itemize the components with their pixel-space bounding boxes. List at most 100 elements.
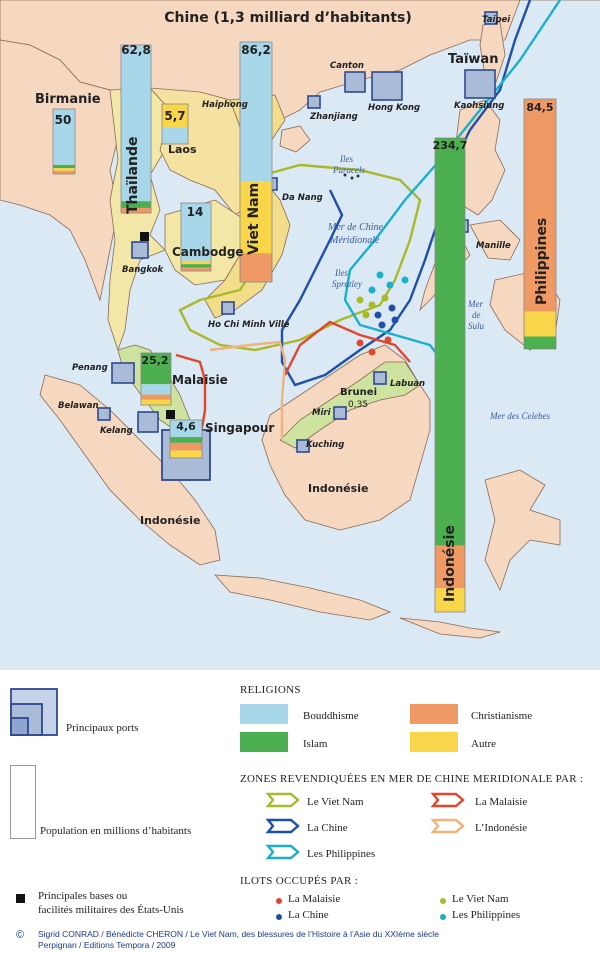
label-sulu-1: Mer (467, 299, 483, 309)
map-title: Chine (1,3 milliard d’habitants) (164, 10, 412, 26)
legend-zone-vietnam: Le Viet Nam (307, 796, 364, 808)
port-kaohsiung (464, 69, 496, 99)
legend-zone-philippines: Les Philippines (307, 848, 376, 860)
hainan-land (279, 125, 311, 153)
zone-icon-china (265, 818, 300, 834)
bar-frame-laos (161, 103, 189, 145)
bar-frame-indonesie (434, 137, 466, 613)
malaysia-claim-zone-west (175, 353, 207, 441)
islet-vietnam-3 (362, 311, 370, 319)
label-laos: Laos (168, 143, 197, 156)
legend-buddhism: Bouddhisme (303, 710, 359, 722)
ports-legend-label: Principaux ports (66, 722, 139, 734)
bases-legend-label-2: facilités militaires des États-Unis (38, 904, 184, 916)
city-taipei: Taipei (482, 15, 511, 25)
us-base-thailand (140, 232, 149, 241)
indonesia-claim-zone (209, 340, 287, 440)
bar-philippines-christianity (524, 99, 556, 312)
population-legend-icon (10, 765, 36, 839)
bar-thailande-islam (121, 201, 151, 208)
legend-zone-china: La Chine (307, 822, 348, 834)
bar-malaisie-buddhism (141, 384, 171, 395)
sulawesi-land (484, 469, 561, 592)
philippines-claim-zone (343, 0, 561, 386)
bar-frame-philippines (523, 98, 557, 350)
city-miri: Miri (312, 408, 332, 418)
bar-cambodge-christianity (181, 267, 211, 271)
port-labuan (373, 371, 387, 385)
ports-legend-icon (10, 688, 58, 736)
swatch-christianity (410, 704, 458, 724)
credit-line-1: Sigrid CONRAD / Bénédicte CHERON / Le Vi… (38, 929, 439, 939)
city-labuan: Labuan (390, 379, 425, 389)
legend-christianity: Christianisme (471, 710, 533, 722)
bar-philippines-other (524, 311, 556, 337)
city-bangkok: Bangkok (122, 265, 165, 275)
islet-philippines-3 (401, 276, 409, 284)
bar-laos-other (162, 104, 188, 128)
bar-viet-nam-christianity (240, 253, 272, 282)
lesser-sunda-land (399, 617, 501, 639)
zone-icon-vietnam (265, 792, 300, 808)
sumatra-land (39, 374, 221, 566)
islet-dot-vietnam (440, 898, 446, 904)
bar-frame-birmanie (52, 108, 76, 175)
paracels-dot-3 (356, 174, 360, 178)
bar-viet-nam-other (240, 181, 272, 254)
bar-indonesie-other (435, 588, 465, 612)
bar-singapour-islam (170, 437, 202, 443)
legend-islet-vietnam: Le Viet Nam (452, 893, 509, 905)
islet-dot-china (276, 914, 282, 920)
bar-birmanie-islam (53, 164, 75, 169)
label-singapour: Singapour (205, 421, 274, 435)
legend-islet-china: La Chine (288, 909, 329, 921)
swatch-other (410, 732, 458, 752)
label-sea-2: Méridionale (329, 235, 380, 246)
legend-other: Autre (471, 738, 497, 750)
bar-frame-thailande (120, 44, 152, 214)
label-indonesie-bar: Indonésie (442, 525, 458, 602)
us-base-legend-icon (16, 894, 25, 903)
population-bars (52, 41, 557, 613)
us-base-singapour (166, 410, 175, 419)
legend: Principaux ports Population en millions … (0, 670, 600, 953)
islets-group (343, 173, 409, 356)
legend-zone-malaysia: La Malaisie (475, 796, 528, 808)
label-malaisie: Malaisie (172, 373, 228, 387)
pop-birmanie: 50 (55, 113, 72, 127)
bar-birmanie-christianity (53, 170, 75, 174)
port-canton (344, 71, 366, 93)
china-claim-zone (280, 0, 532, 387)
port-belawan (97, 407, 111, 421)
islet-philippines-2 (386, 281, 394, 289)
city-ho-chi-minh: Ho Chi Minh Ville (208, 320, 290, 330)
city-haiphong: Haiphong (202, 100, 248, 110)
port-hong-kong (371, 71, 403, 101)
port-bangkok (131, 241, 149, 259)
port-penang (111, 362, 135, 384)
port-kelang (137, 411, 159, 433)
label-paracels-2: Paracels (332, 165, 365, 175)
pop-indonesie: 234,7 (433, 139, 468, 152)
city-hong-kong: Hong Kong (368, 103, 420, 113)
bar-thailande-christianity (121, 207, 151, 213)
bar-birmanie-buddhism (53, 109, 75, 165)
bar-philippines-islam (524, 336, 556, 349)
bar-cambodge-other (181, 260, 211, 265)
pop-laos: 5,7 (164, 109, 185, 123)
credit-line-2: Perpignan / Editions Tempora / 2009 (38, 940, 176, 950)
bar-birmanie-other (53, 168, 75, 171)
label-vietnam: Viet Nam (246, 183, 262, 255)
label-sea-1: Mer de Chine (327, 222, 384, 233)
visayas-land (469, 219, 521, 261)
copyright-icon: © (16, 929, 25, 941)
label-thailande: Thaïlande (125, 137, 141, 215)
islet-philippines-4 (368, 286, 376, 294)
label-paracels-1: Iles (339, 154, 353, 164)
bar-singapour-buddhism (170, 420, 202, 438)
label-indonesie-sumatra: Indonésie (140, 514, 200, 527)
label-celebes: Mer des Celebes (489, 411, 550, 421)
bar-cambodge-buddhism (181, 203, 211, 261)
label-philippines: Philippines (534, 218, 550, 305)
